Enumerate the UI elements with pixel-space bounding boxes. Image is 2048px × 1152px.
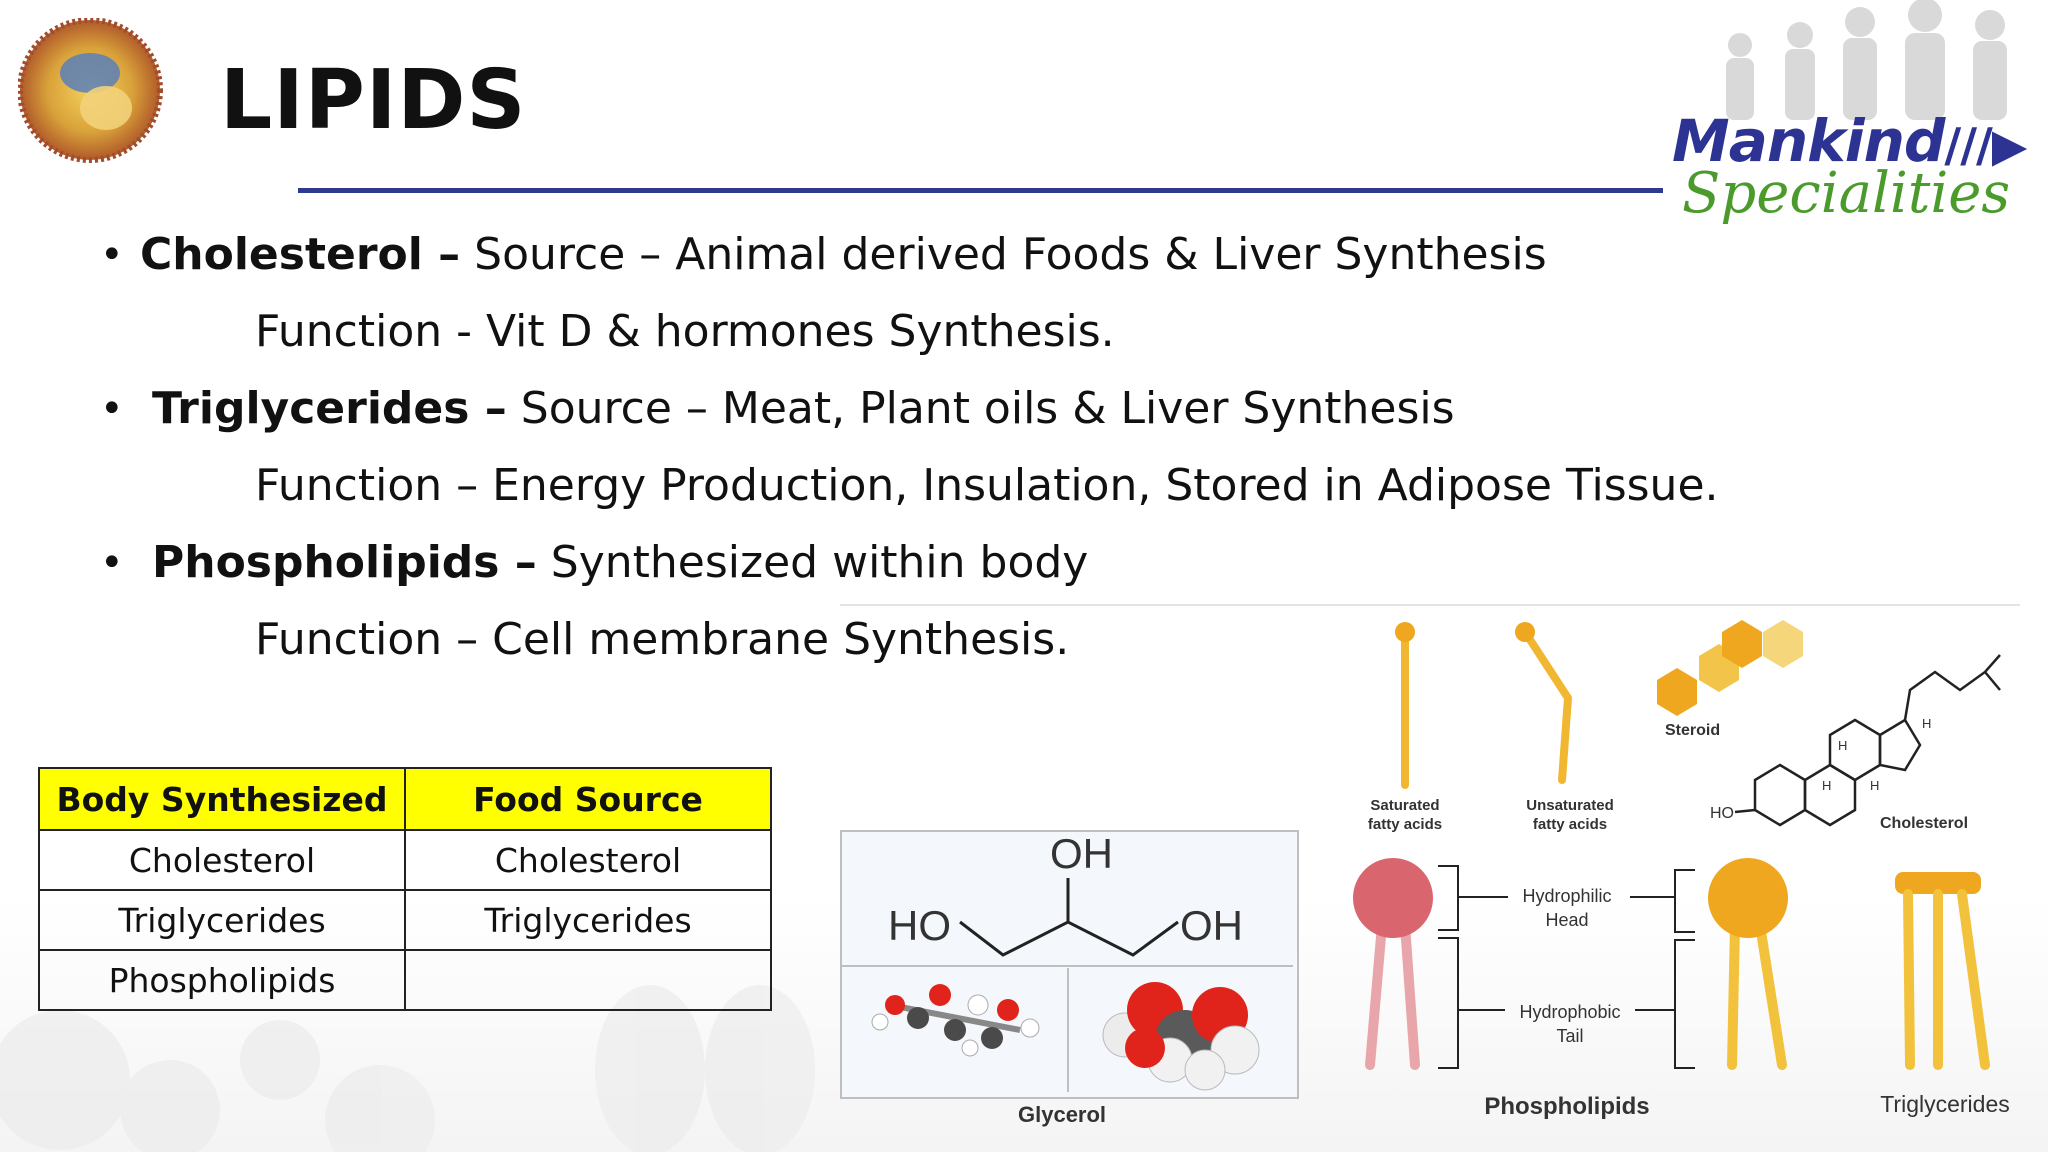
glycerol-oh-right: OH [1180,902,1243,949]
phospholipid-red-icon [1353,858,1433,1070]
cholesterol-h-atom: H [1838,738,1847,753]
bullet-item: • Cholesterol – Source – Animal derived … [100,225,1720,302]
bullet-function: Function - Vit D & hormones Synthesis. [255,306,1115,357]
glycerol-panel [840,830,1299,1099]
section-divider [840,604,2020,606]
unsaturated-label-line: fatty acids [1533,816,1607,833]
bullet-dot: • [100,386,124,432]
hydrophobic-label-line: Tail [1556,1026,1583,1046]
steroid-label: Steroid [1665,722,1720,739]
table-row: Phospholipids [38,949,772,1011]
cholesterol-h-atom: H [1822,778,1831,793]
logo-brand: Mankind [1672,107,1945,175]
glycerol-oh-top: OH [1050,830,1113,877]
hydrophilic-label-line: Hydrophilic [1522,886,1611,906]
glycerol-ball-stick-model [871,984,1040,1057]
business-people-image [1726,0,2007,120]
glycerol-space-filling-model [1102,982,1260,1091]
table-header: Food Source [404,767,772,831]
triglyceride-icon [1895,872,1990,1070]
phospholipid-orange-icon [1708,858,1788,1070]
cell-membrane-icon [18,18,163,163]
table-cell: Triglycerides [404,889,772,951]
bullet-term: Triglycerides – [152,383,507,434]
unsaturated-fatty-acid-icon [1515,622,1572,784]
bullet-text: Source – Animal derived Foods & Liver Sy… [460,229,1547,280]
title-underline [298,188,1663,193]
bullet-list: • Cholesterol – Source – Animal derived … [100,225,1720,687]
table-cell: Phospholipids [38,949,406,1011]
cholesterol-h-atom: H [1870,778,1879,793]
table-cell [404,949,772,1011]
bullet-function: Function – Energy Production, Insulation… [255,460,1719,511]
logo-tagline: Specialities [1682,161,2011,226]
saturated-fatty-acid-icon [1395,622,1415,789]
glycerol-structure [842,878,1293,1092]
table-cell: Triglycerides [38,889,406,951]
bullet-term: Phospholipids – [152,537,537,588]
glycerol-ho-left: HO [888,902,951,949]
glycerol-caption: Glycerol [1018,1102,1106,1127]
cholesterol-structure [1734,654,2001,827]
bullet-term: Cholesterol – [140,229,461,280]
bullet-dot: • [100,232,124,278]
mankind-logo: Mankind///▶ Specialities [1672,112,2032,262]
bullet-text: Source – Meat, Plant oils & Liver Synthe… [506,383,1455,434]
table-row: Cholesterol Cholesterol [38,829,772,891]
table-header-row: Body Synthesized Food Source [38,767,772,831]
lipid-source-table: Body Synthesized Food Source Cholesterol… [38,767,772,1011]
table-header: Body Synthesized [38,767,406,831]
unsaturated-label-line: Unsaturated [1526,797,1614,814]
triglycerides-caption: Triglycerides [1880,1091,2010,1117]
hydrophobic-label-line: Hydrophobic [1519,1002,1620,1022]
cholesterol-h-atom: H [1922,716,1931,731]
unsaturated-label: Unsaturated fatty acids [1526,797,1614,833]
table-row: Triglycerides Triglycerides [38,889,772,951]
bullet-dot: • [100,540,124,586]
bracket-lines [1438,865,1695,1069]
saturated-label: Saturated fatty acids [1368,797,1442,833]
bullet-text: Synthesized within body [536,537,1089,588]
cholesterol-label: Cholesterol [1880,815,1968,832]
steroid-icon [1657,620,1803,716]
phospholipids-caption: Phospholipids [1484,1093,1649,1120]
hydrophilic-label-line: Head [1545,910,1588,930]
bullet-item: • Phospholipids – Synthesized within bod… [100,533,1720,610]
slide-title: LIPIDS [220,53,527,148]
table-cell: Cholesterol [38,829,406,891]
cholesterol-ho: HO [1710,805,1734,822]
saturated-label-line: Saturated [1370,797,1439,814]
saturated-label-line: fatty acids [1368,816,1442,833]
bullet-function: Function – Cell membrane Synthesis. [255,614,1070,665]
table-cell: Cholesterol [404,829,772,891]
logo-arrow-icon: ///▶ [1944,118,2027,172]
bullet-item: • Triglycerides – Source – Meat, Plant o… [100,379,1720,456]
